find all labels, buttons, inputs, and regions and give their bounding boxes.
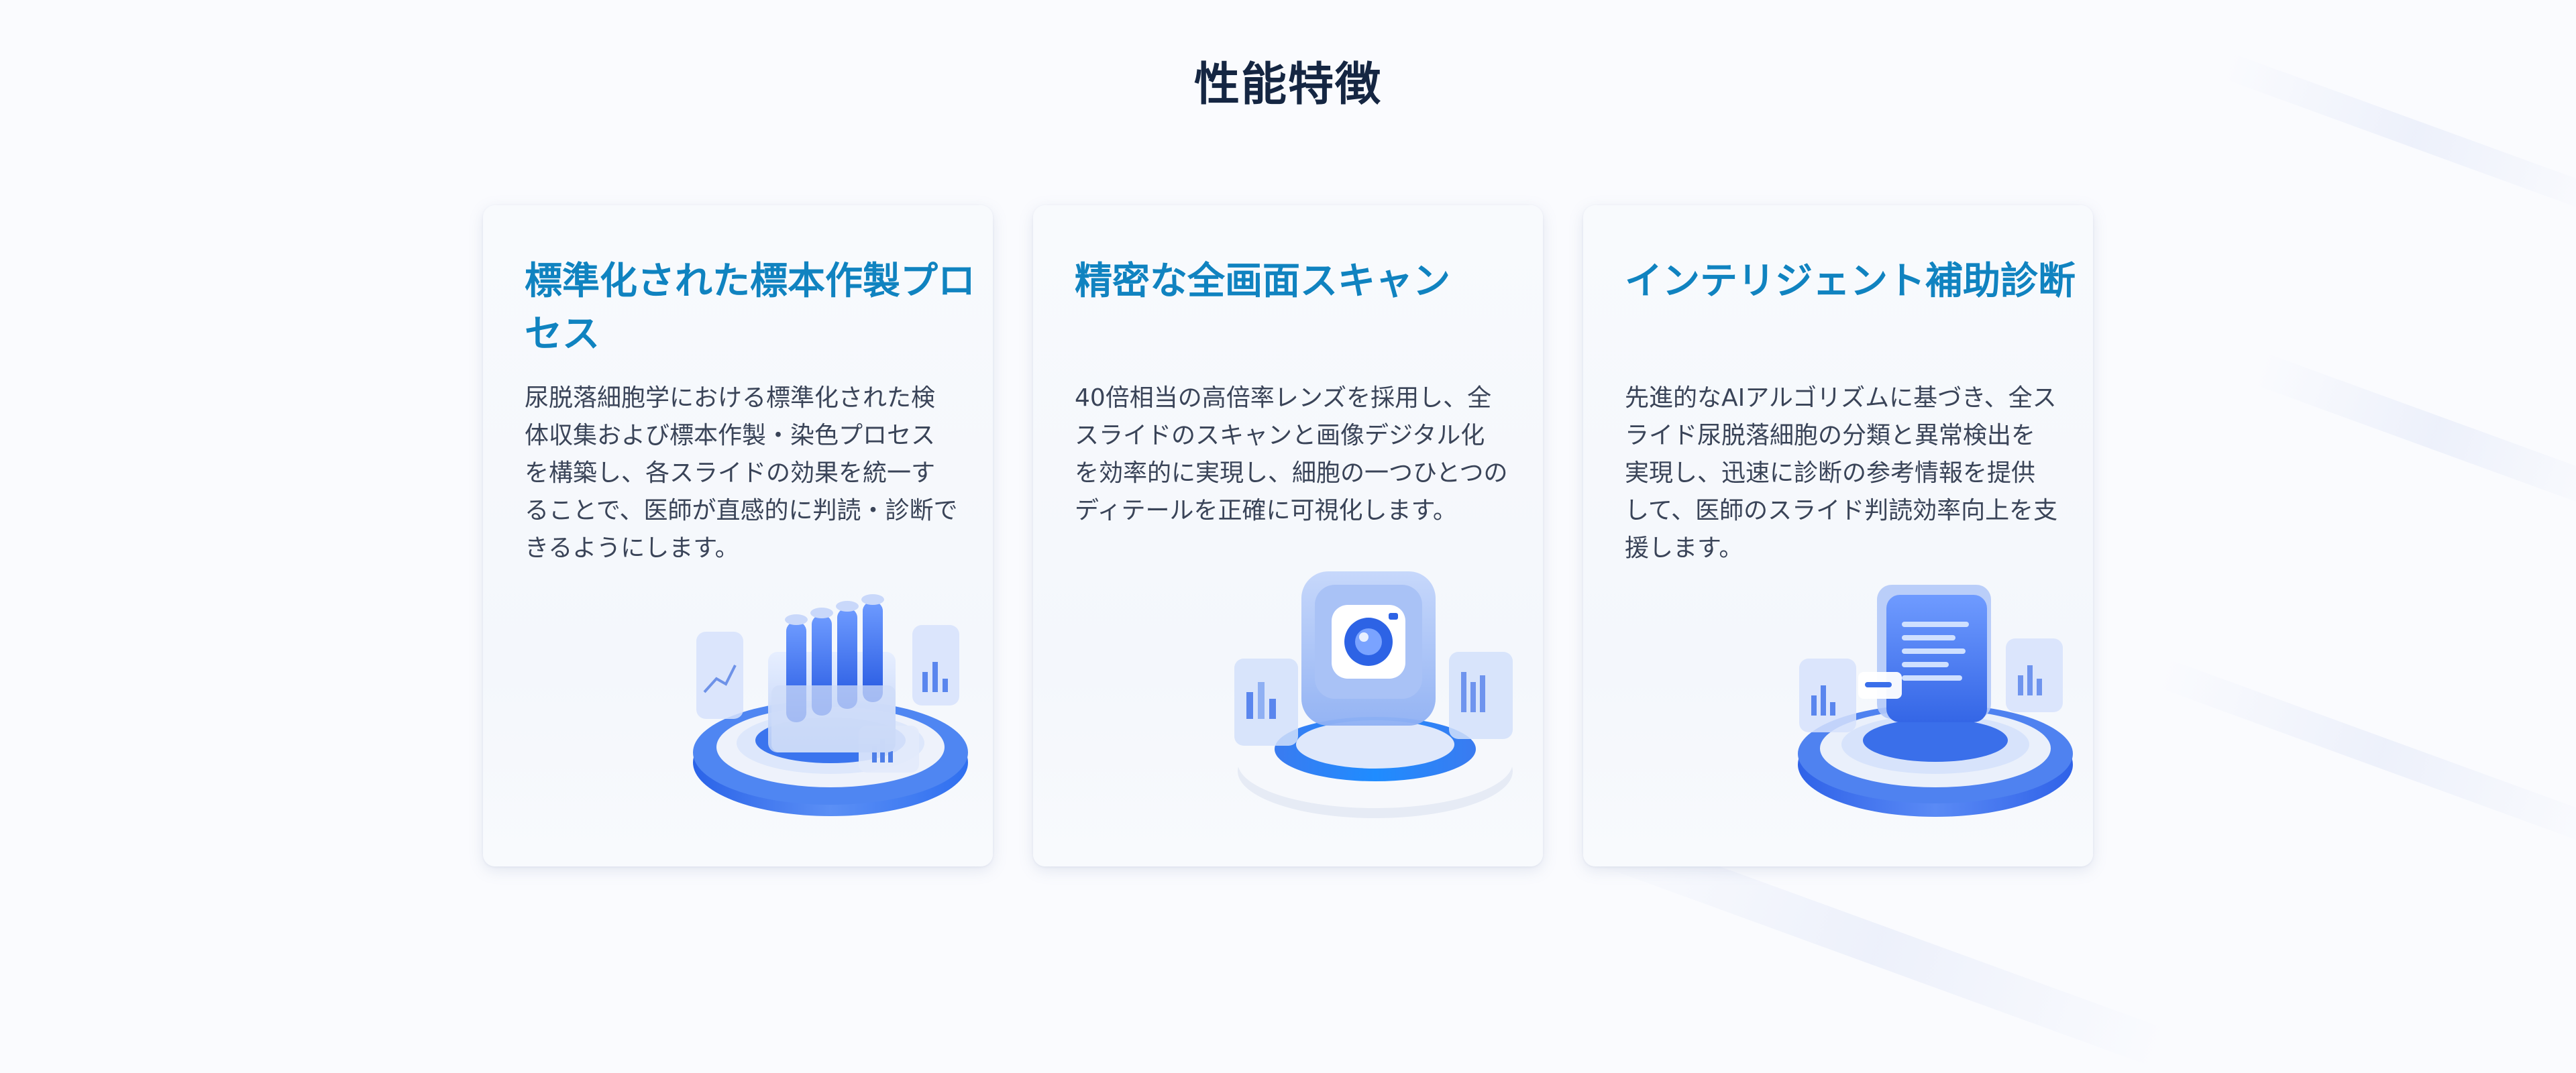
feature-card-ai-diagnosis: インテリジェント補助診断 先進的なAIアルゴリズムに基づき、全スライド尿脱落細胞… xyxy=(1583,205,2093,866)
card-title: 精密な全画面スキャン xyxy=(1075,260,1450,303)
card-title: 標準化された標本作製プロセス xyxy=(525,260,975,356)
card-description: 40倍相当の高倍率レンズを採用し、全スライドのスキャンと画像デジタル化を効率的に… xyxy=(1075,384,1508,524)
card-title: インテリジェント補助診断 xyxy=(1625,260,2076,303)
background-stripe xyxy=(2253,352,2576,513)
page-title: 性能特徴 xyxy=(1193,58,1382,111)
background-stripe xyxy=(2155,658,2576,848)
test-tubes-icon xyxy=(664,558,986,826)
feature-cards: 標準化された標本作製プロセス 尿脱落細胞学における標準化された検体収集および標本… xyxy=(483,205,2093,866)
card-description: 尿脱落細胞学における標準化された検体収集および標本作製・染色プロセスを構築し、各… xyxy=(525,384,958,562)
document-icon xyxy=(1764,558,2086,826)
feature-card-standardized-process: 標準化された標本作製プロセス 尿脱落細胞学における標準化された検体収集および標本… xyxy=(483,205,993,866)
camera-icon xyxy=(1214,558,1536,826)
card-description: 先進的なAIアルゴリズムに基づき、全スライド尿脱落細胞の分類と異常検出を実現し、… xyxy=(1625,384,2058,562)
feature-card-full-scan: 精密な全画面スキャン 40倍相当の高倍率レンズを採用し、全スライドのスキャンと画… xyxy=(1033,205,1543,866)
